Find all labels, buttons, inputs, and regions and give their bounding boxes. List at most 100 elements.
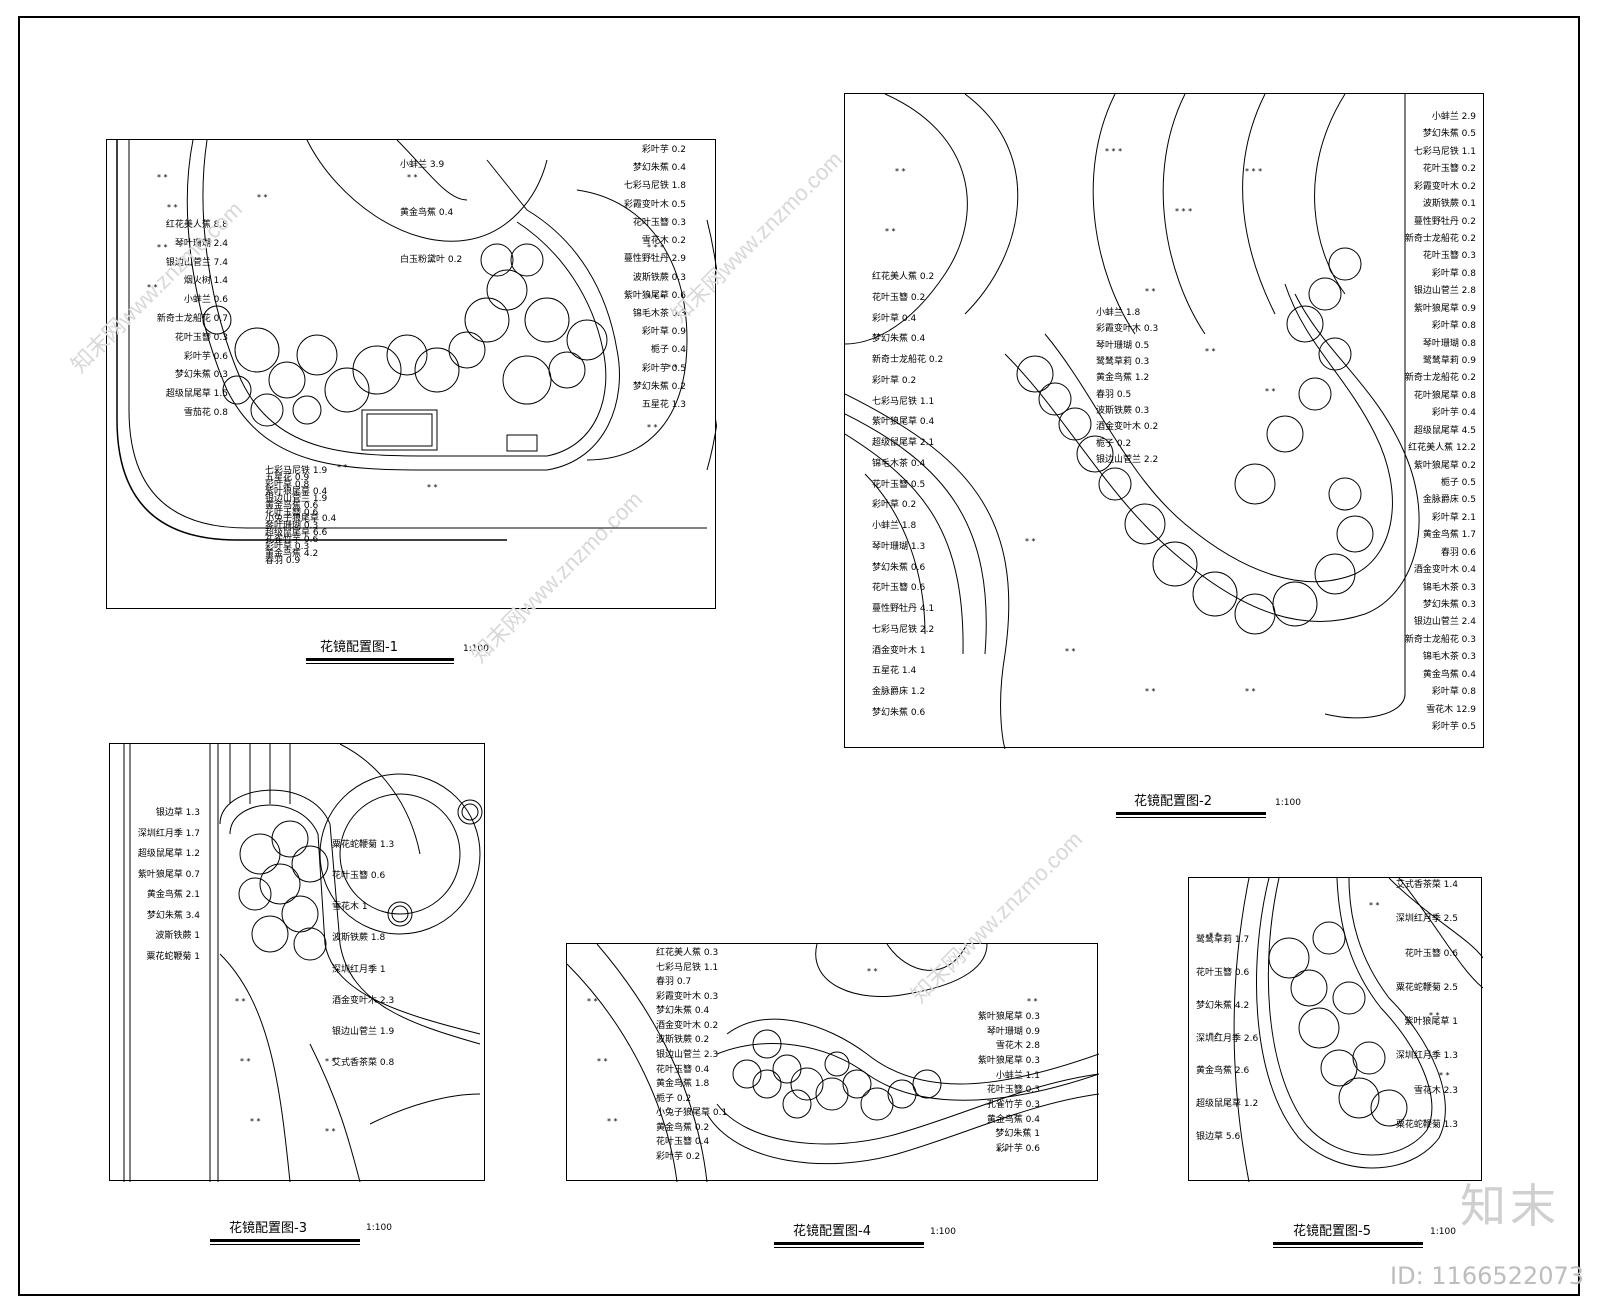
plant-label: 琴叶珊瑚 0.5 [1096,340,1150,351]
plant-label: 彩叶芋 0.6 [183,351,228,362]
plant-label: 粟花蛇鞭菊 1.3 [1395,1120,1458,1130]
drawing-sheet-border [18,16,1580,1296]
plant-label: 小兔子狼尾草 0.4 [265,514,337,525]
plant-label: 梦幻朱蕉 0.6 [872,708,926,718]
figure-4-plan: * ** ** * * ** ** * [566,943,1099,1182]
plant-label: 黄金鸟蕉 1.7 [1422,530,1476,541]
plant-label: 花叶玉簪 0.3 [632,217,686,228]
plant-label: 孔雀竹芋 0.6 [265,535,319,546]
plant-label: 雪花木 0.2 [641,236,686,247]
plant-label: 波斯铁蕨 1 [155,931,200,942]
plant-label: 雪花木 1 [332,902,368,913]
plant-label: 雪花木 12.9 [1426,704,1476,715]
plant-label: 花叶玉簪 0.6 [265,507,319,518]
plant-label: 锦毛木茶 0.3 [632,308,686,319]
plant-label: 超级鼠尾草 6.6 [265,528,328,539]
svg-text:* *: * * [1429,1011,1440,1020]
plant-label: 黄金鸟蕉 1.2 [1096,373,1150,384]
plant-label: 深圳红月季 1.7 [137,828,200,839]
plant-label: 彩霞变叶木 0.2 [1413,181,1476,192]
plant-label: 白玉粉黛叶 0.2 [400,255,463,265]
plant-label: 七彩马尼铁 1.1 [1413,146,1476,157]
plant-label: 超级鼠尾草 4.5 [1413,425,1476,436]
plant-label: 紫叶狼尾草 0.4 [872,417,935,428]
plant-label: 梦幻朱蕉 0.3 [174,370,228,381]
plant-label: 琴叶珊瑚 1.3 [872,541,926,552]
plant-label: 新奇士龙船花 0.2 [1404,373,1476,384]
figure-2-title-underline-thin [1116,817,1266,818]
svg-text:* *: * * [885,227,896,236]
plant-label: 梦幻朱蕉 0.4 [656,1006,710,1017]
figure-4-title: 花镜配置图-4 [793,1224,871,1239]
plant-label: 花叶狼尾草 0.8 [1413,390,1476,401]
svg-text:* *: * * [867,967,878,976]
plant-label: 琴叶珊瑚 0.9 [986,1026,1040,1037]
plant-label: 烟火树 1.4 [183,276,228,287]
svg-text:* *: * * [607,1117,618,1126]
plant-label: 彩叶芋 0.5 [1431,722,1476,732]
plant-label: 花叶玉簪 0.4 [656,1137,710,1148]
plant-label: 孔雀竹芋 0.3 [986,1100,1040,1110]
plant-label: 雪花木 2.8 [995,1041,1040,1052]
plant-label: 波斯铁蕨 0.1 [1422,199,1476,210]
figure-3-title-underline [210,1239,360,1242]
figure-1-plan: * ** ** * * ** * ** * * * ** ** * * ** *… [106,139,717,609]
plant-label: 彩霞变叶木 0.3 [656,991,719,1002]
plant-label: 栀子 0.2 [656,1093,692,1104]
plant-label: 彩叶草 0.2 [872,500,917,511]
plant-label: 锦毛木茶 0.4 [872,458,926,469]
figure-1-title-underline [306,658,454,661]
plant-label: 彩叶草 0.4 [872,313,917,324]
plant-label: 栀子 0.4 [650,345,686,356]
brand-logo: 知末 [1460,1179,1560,1233]
plant-label: 银边山菅兰 7.4 [165,257,228,268]
svg-text:* *: * * [597,1057,608,1066]
plant-label: 蔓性野牡丹 2.9 [623,254,686,265]
plant-label: 梦幻朱蕉 0.4 [872,334,926,345]
figure-4-linework: * ** ** * * ** ** * [567,944,1099,1182]
svg-text:* *: * * [235,997,246,1006]
plant-label: 银边山菅兰 1.9 [265,493,328,504]
plant-label: 彩叶芋 0.5 [641,363,686,374]
plant-label: 彩叶芋 0.6 [995,1144,1040,1154]
plant-label: 花叶玉簪 0.3 [174,332,228,343]
plant-label: 梦幻朱蕉 0.2 [632,381,686,392]
svg-text:* *: * * [250,1117,261,1126]
svg-text:* *: * * [1245,687,1256,696]
plant-label: 彩叶芋 0.4 [1431,408,1476,419]
figure-4-title-underline-thin [774,1247,924,1248]
figure-3-scale: 1:100 [366,1223,392,1233]
svg-text:* *: * * [147,283,158,292]
figure-1-scale: 1:100 [463,644,489,654]
plant-label: 酒金变叶木 0.2 [656,1020,719,1031]
svg-text:* *: * * [257,193,268,202]
svg-text:* *: * * [1145,687,1156,696]
figure-2-plan: * * ** * ** * * * ** ** * * ** ** * * **… [844,93,1484,749]
svg-text:* *: * * [895,167,906,176]
plant-label: 小蚌兰 3.9 [400,160,445,170]
figure-3-plan: * ** ** * * ** * [109,743,485,1182]
plant-label: 花叶玉簪 0.2 [1422,164,1476,175]
figure-5-title-underline-thin [1273,1247,1423,1248]
svg-text:* *: * * [587,997,598,1006]
plant-label: 鹭鸶草莉 0.3 [1096,357,1150,367]
plant-label: 红花美人蕉 0.3 [656,948,719,958]
plant-label: 新奇士龙船花 0.7 [156,314,228,324]
plant-label: 梦幻朱蕉 4.2 [1196,1000,1250,1011]
plant-label: 彩叶草 0.8 [1431,687,1476,698]
svg-text:* *: * * [407,173,418,182]
plant-label: 梦幻朱蕉 0.6 [872,562,926,573]
plant-label: 锦毛木茶 0.3 [1422,652,1476,663]
plant-label: 琴叶珊瑚 2.4 [174,238,228,249]
svg-text:* * *: * * * [1105,147,1122,156]
plant-label: 彩叶草 0.9 [641,327,686,338]
figure-3-title-underline-thin [210,1244,360,1245]
plant-label: 黄金鸟蕉 0.4 [1422,669,1476,680]
plant-label: 琴叶珊瑚 0.8 [1422,338,1476,349]
plant-label: 春羽 0.9 [265,556,301,566]
plant-label: 七彩马尼铁 1.8 [623,181,686,192]
svg-text:* *: * * [1439,1071,1450,1080]
plant-label: 黄金鸟蕉 2.1 [146,890,200,901]
plant-label: 艾式香茶菜 1.4 [1395,880,1458,890]
plant-label: 鹭鸶草莉 1.7 [1196,935,1250,945]
